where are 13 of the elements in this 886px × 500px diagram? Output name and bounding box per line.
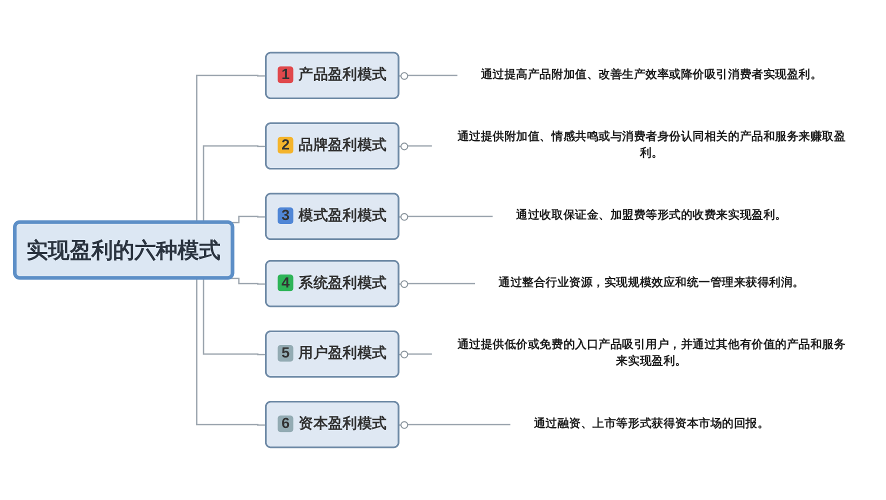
connector: [399, 350, 432, 358]
node-text: 通过提高产品附加值、改善生产效率或降价吸引消费者实现盈利。: [480, 68, 822, 81]
connector: [399, 280, 476, 288]
node-text: 通过融资、上市等形式获得资本市场的回报。: [534, 418, 770, 430]
connector: [399, 72, 458, 80]
connector: [228, 278, 266, 285]
connector: [399, 213, 493, 221]
node-text: 通过收取保证金、加盟费等形式的收费来实现盈利。: [516, 210, 787, 222]
node-text: 通过提供附加值、情感共鸣或与消费者身份认同相关的产品和服务来赚取盈利。: [457, 130, 846, 160]
connector: [399, 142, 432, 150]
node-text: 通过提供低价或免费的入口产品吸引用户，并通过其他有价值的产品和服务来实现盈利。: [457, 339, 846, 368]
connector: [399, 421, 510, 429]
node-text: 通过整合行业资源，实现规模效应和统一管理来获得利润。: [498, 277, 804, 289]
